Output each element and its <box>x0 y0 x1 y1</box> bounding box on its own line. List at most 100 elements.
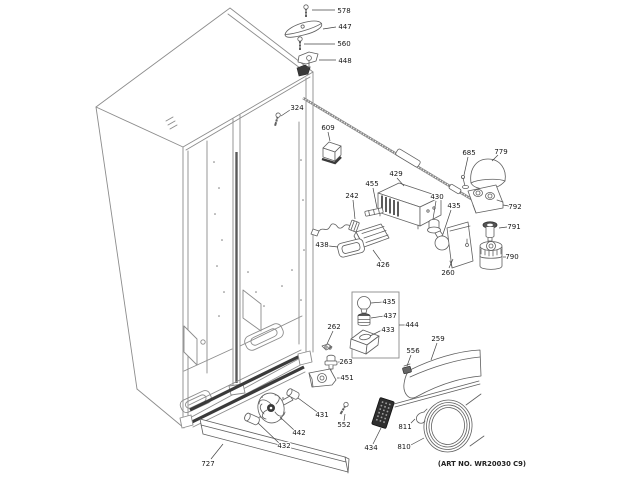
leader-556 <box>406 354 412 367</box>
part-label-242: 242 <box>345 192 358 200</box>
filter-adapter-791 <box>482 221 498 242</box>
side-wall-hole <box>200 339 206 345</box>
interior-corner-lines <box>206 121 300 374</box>
cabinet-right-front-frame <box>305 71 314 358</box>
screw-685 <box>460 174 469 189</box>
leader-727 <box>210 443 224 460</box>
screw-578 <box>303 4 309 17</box>
cabinet-front-inner-edge <box>185 76 311 151</box>
part-label-262: 262 <box>327 323 340 331</box>
hinge-cover-447 <box>284 20 323 38</box>
part-label-448: 448 <box>338 57 351 65</box>
part-label-432: 432 <box>277 442 290 450</box>
fill-tube-263 <box>324 354 338 373</box>
part-label-426: 426 <box>376 261 390 269</box>
hinge-448 <box>297 51 319 68</box>
condenser-coil-810 <box>423 393 485 453</box>
part-label-438: 438 <box>315 241 328 249</box>
leader-609 <box>327 131 331 142</box>
part-label-434: 434 <box>364 444 378 452</box>
water-valve-792 <box>467 184 504 214</box>
part-label-779: 779 <box>494 148 507 156</box>
right-air-duct <box>242 289 262 332</box>
cabinet-left-bottom-edge <box>136 388 185 429</box>
leader-552 <box>343 413 346 422</box>
center-mullion <box>232 114 241 388</box>
leader-791 <box>498 226 508 229</box>
control-box-429 <box>377 182 442 230</box>
part-label-792: 792 <box>508 203 521 211</box>
leader-779 <box>491 154 499 162</box>
leader-435 <box>370 301 384 304</box>
bracket-260 <box>446 221 474 269</box>
leader-792 <box>502 204 510 207</box>
clip-811 <box>416 408 428 424</box>
leader-324 <box>280 109 291 117</box>
part-label-790: 790 <box>505 253 518 261</box>
part-label-791: 791 <box>507 223 520 231</box>
part-label-455: 455 <box>365 180 378 188</box>
leader-435 <box>442 209 452 235</box>
floor-edges <box>183 315 303 372</box>
leader-455 <box>372 187 378 209</box>
left-air-duct <box>183 325 198 366</box>
leader-437 <box>370 315 385 319</box>
part-label-447: 447 <box>338 23 351 31</box>
cover-strip-455 <box>364 207 384 217</box>
screw-552 <box>339 401 349 415</box>
shelf-holes <box>213 159 305 317</box>
leader-426 <box>372 249 382 262</box>
part-label-811: 811 <box>398 423 411 431</box>
part-label-609: 609 <box>321 124 334 132</box>
cabinet-top-mark <box>165 116 178 130</box>
leader-810 <box>408 437 425 447</box>
part-label-442: 442 <box>292 429 305 437</box>
part-label-451: 451 <box>340 374 353 382</box>
part-label-430: 430 <box>430 193 443 201</box>
bottom-rail-upper <box>189 353 303 412</box>
cabinet-top-inner-edge <box>227 13 309 75</box>
part-label-260: 260 <box>441 269 454 277</box>
roller-432 <box>244 412 260 426</box>
leader-259 <box>430 342 438 361</box>
leader-438 <box>328 245 339 248</box>
wire-harness-242 <box>310 219 360 237</box>
part-label-560: 560 <box>337 40 350 48</box>
refrigerator-cabinet <box>95 7 314 429</box>
evaporator-fan-442 <box>257 392 294 424</box>
leader-442 <box>279 416 295 431</box>
leader-262 <box>326 330 334 345</box>
lamp-lens-438 <box>337 238 365 258</box>
leader-685 <box>463 156 469 176</box>
leader-434 <box>372 427 382 445</box>
part-label-263: 263 <box>339 358 352 366</box>
lamp-socket-430 <box>427 218 441 234</box>
cover-panel-259 <box>393 349 482 408</box>
rail-outline-lines <box>188 349 306 428</box>
damper-609 <box>321 141 342 165</box>
part-label-259: 259 <box>431 335 444 343</box>
leader-429 <box>396 177 405 187</box>
leader-811 <box>408 418 416 426</box>
screw-324 <box>274 112 281 127</box>
light-bulb-435-upper <box>434 230 450 251</box>
part-label-324: 324 <box>290 104 304 112</box>
light-bulb-435-kit <box>357 296 371 314</box>
kick-plate-727 <box>199 418 350 474</box>
water-tube <box>302 96 479 205</box>
part-label-444: 444 <box>405 321 419 329</box>
cabinet-top-face <box>95 7 314 148</box>
leader-242 <box>352 199 356 220</box>
right-foot <box>297 350 313 366</box>
part-label-435: 435 <box>447 202 460 210</box>
part-label-556: 556 <box>406 347 420 355</box>
part-label-727: 727 <box>201 460 214 468</box>
cap-779 <box>470 158 506 190</box>
socket-housing-433 <box>349 329 380 355</box>
part-label-810: 810 <box>397 443 410 451</box>
left-foot <box>179 414 194 429</box>
screw-560 <box>297 36 303 50</box>
